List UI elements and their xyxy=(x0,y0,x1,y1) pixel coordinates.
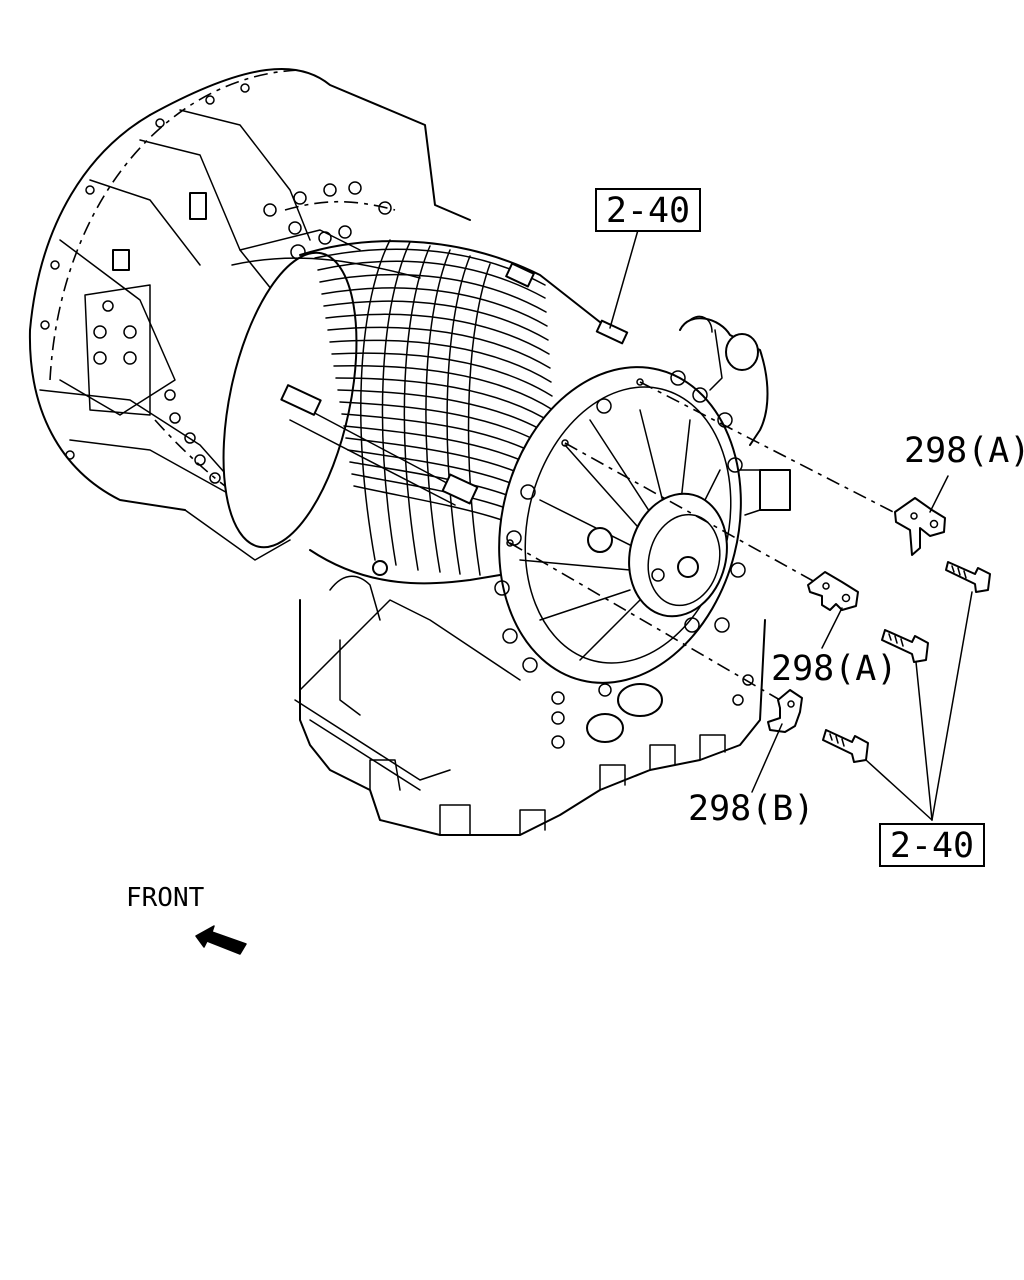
leader-lines xyxy=(609,229,973,821)
front-arrow-icon xyxy=(195,925,247,955)
callout-ref-bottom: 2-40 xyxy=(879,823,985,867)
ref-label-top: 2-40 xyxy=(606,191,690,231)
bolt-lower xyxy=(822,729,869,763)
main-case xyxy=(222,229,629,585)
bracket-298b xyxy=(767,689,803,733)
part-label-298b: 298(B) xyxy=(688,789,814,829)
bolt-middle xyxy=(881,629,929,663)
part-label-298a-lower: 298(A) xyxy=(771,649,897,689)
front-label: FRONT xyxy=(126,883,205,913)
bell-housing xyxy=(28,67,471,561)
rear-housing xyxy=(494,315,791,684)
bolt-upper xyxy=(945,561,991,593)
ref-label-bottom: 2-40 xyxy=(890,826,974,866)
bracket-298a-lower xyxy=(807,571,859,611)
bracket-298a-upper xyxy=(894,497,946,556)
assembly-lines xyxy=(509,381,906,701)
callout-ref-top: 2-40 xyxy=(595,188,701,232)
part-label-298a-upper: 298(A) xyxy=(904,431,1024,471)
